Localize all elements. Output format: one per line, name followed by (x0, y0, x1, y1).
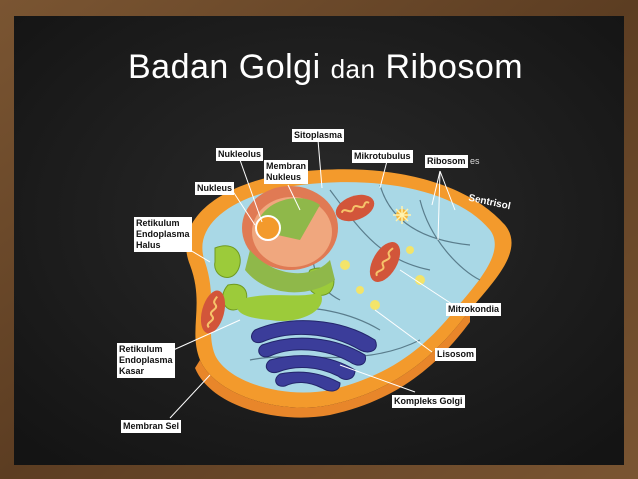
ghost-sentriol: es (470, 156, 480, 166)
label-membran-sel: Membran Sel (121, 420, 181, 433)
label-kompleks-golgi: Kompleks Golgi (392, 395, 465, 408)
label-ribosom: Ribosom (425, 155, 468, 168)
label-sitoplasma: Sitoplasma (292, 129, 344, 142)
nucleus (242, 186, 338, 292)
nucleolus (256, 216, 280, 240)
label-nukleus: Nukleus (195, 182, 234, 195)
label-nukleolus: Nukleolus (216, 148, 263, 161)
label-mitrokondia: Mitrokondia (446, 303, 501, 316)
label-membran-nukleus: Membran Nukleus (264, 160, 308, 184)
label-retikulum-halus: Retikulum Endoplasma Halus (134, 217, 192, 252)
label-mikrotubulus: Mikrotubulus (352, 150, 413, 163)
label-retikulum-kasar: Retikulum Endoplasma Kasar (117, 343, 175, 378)
label-lisosom: Lisosom (435, 348, 476, 361)
